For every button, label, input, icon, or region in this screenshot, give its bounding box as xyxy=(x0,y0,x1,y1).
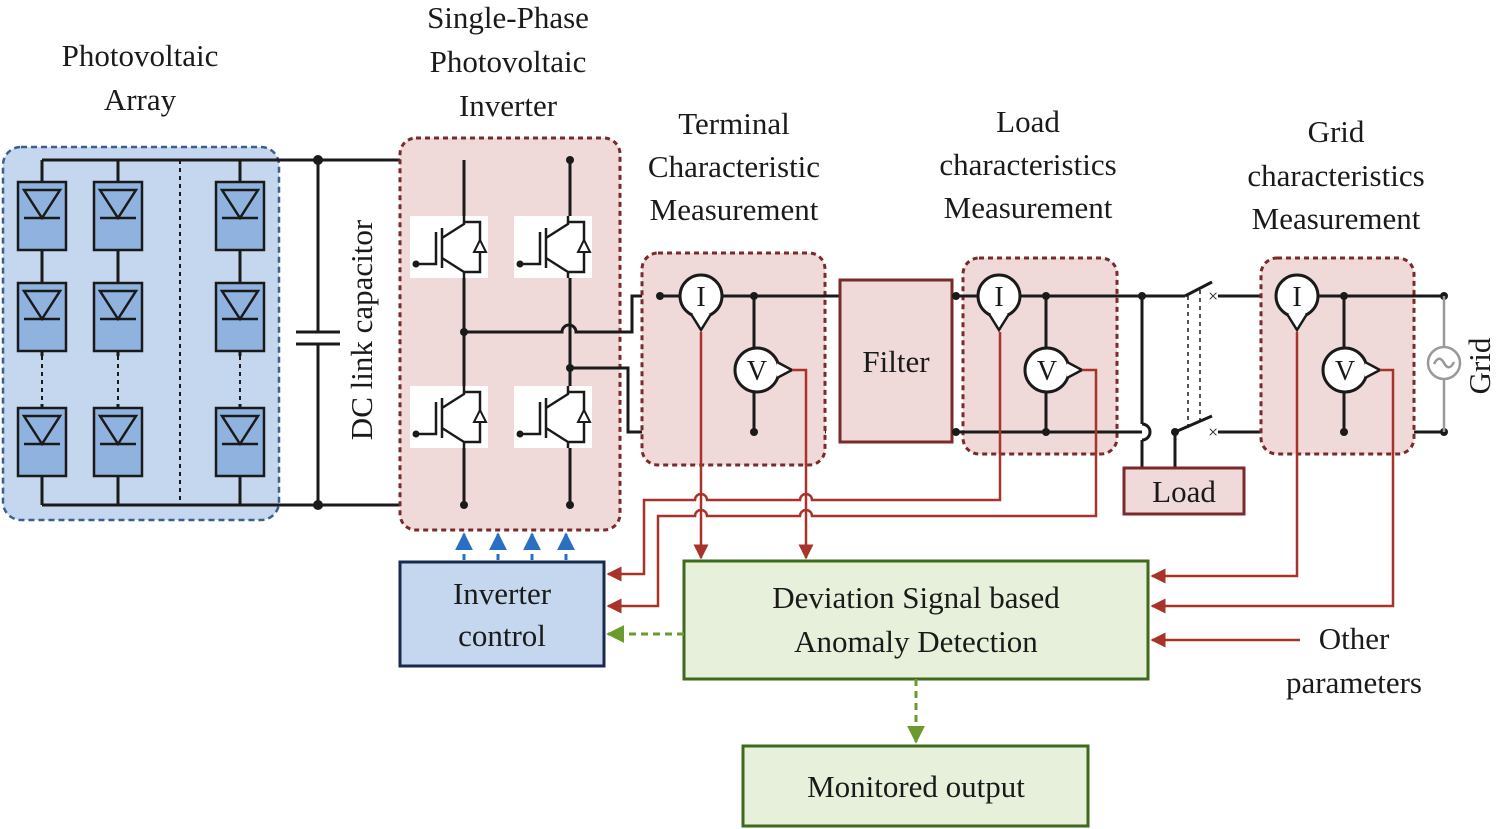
voltage-meter: V xyxy=(1023,346,1085,394)
load-measurement: I V xyxy=(952,256,1185,456)
svg-text:×: × xyxy=(1208,422,1218,442)
voltage-meter: V xyxy=(733,346,795,394)
terminal-title-line1: Terminal xyxy=(678,106,789,141)
grid-meas-title-line1: Grid xyxy=(1308,114,1365,149)
svg-text:V: V xyxy=(1037,356,1057,387)
monitored-output-box: Monitored output xyxy=(741,744,1090,828)
svg-text:×: × xyxy=(1208,286,1218,306)
igbt-switch xyxy=(514,216,592,278)
filter-block: Filter xyxy=(838,278,954,444)
svg-text:Monitored output: Monitored output xyxy=(807,769,1025,804)
svg-text:I: I xyxy=(1292,282,1301,313)
inverter-control-box: Inverter control xyxy=(398,560,606,668)
grid-meas-title-line2: characteristics xyxy=(1247,158,1424,193)
svg-text:I: I xyxy=(994,282,1003,313)
igbt-switch xyxy=(410,216,488,278)
current-meter: I xyxy=(678,273,724,333)
inverter-title-line1: Single-Phase xyxy=(427,0,589,35)
svg-text:V: V xyxy=(1335,356,1355,387)
svg-text:I: I xyxy=(696,282,705,313)
terminal-measurement: I V xyxy=(640,251,840,467)
terminal-title-line3: Measurement xyxy=(650,192,819,227)
svg-text:Deviation Signal based: Deviation Signal based xyxy=(772,580,1060,615)
current-meter: I xyxy=(976,273,1022,333)
load-branch: Load xyxy=(1122,292,1246,516)
gate-signal-arrows xyxy=(455,532,575,560)
terminal-title-line2: Characteristic xyxy=(648,149,820,184)
inverter-title-line2: Photovoltaic xyxy=(430,44,587,79)
grid-label: Grid xyxy=(1462,337,1497,394)
grid-meas-title-line3: Measurement xyxy=(1252,201,1421,236)
load-meas-title-line1: Load xyxy=(996,104,1060,139)
inverter-title-line3: Inverter xyxy=(459,88,558,123)
load-meas-title-line3: Measurement xyxy=(944,190,1113,225)
current-meter: I xyxy=(1274,273,1320,333)
svg-text:V: V xyxy=(747,356,767,387)
svg-text:Inverter: Inverter xyxy=(453,576,552,611)
pv-array xyxy=(1,145,318,522)
igbt-switch xyxy=(410,386,488,448)
svg-text:Filter: Filter xyxy=(862,344,930,379)
svg-text:Anomaly Detection: Anomaly Detection xyxy=(794,624,1038,659)
grid-source xyxy=(1426,296,1462,432)
inverter-bridge xyxy=(398,136,826,532)
pv-array-title-line1: Photovoltaic xyxy=(62,38,219,73)
dc-link-label: DC link capacitor xyxy=(344,219,379,440)
anomaly-detection-box: Deviation Signal based Anomaly Detection xyxy=(682,559,1150,681)
svg-text:control: control xyxy=(458,618,546,653)
voltage-meter: V xyxy=(1321,346,1383,394)
other-params-line2: parameters xyxy=(1286,665,1422,700)
measurement-signals xyxy=(606,332,1395,648)
load-label: Load xyxy=(1152,474,1216,509)
grid-measurement: I V xyxy=(1259,256,1448,456)
load-meas-title-line2: characteristics xyxy=(939,147,1116,182)
pv-panels xyxy=(16,180,266,478)
igbt-switch xyxy=(514,386,592,448)
other-params-line1: Other xyxy=(1319,621,1390,656)
pv-array-title-line2: Array xyxy=(104,82,177,117)
